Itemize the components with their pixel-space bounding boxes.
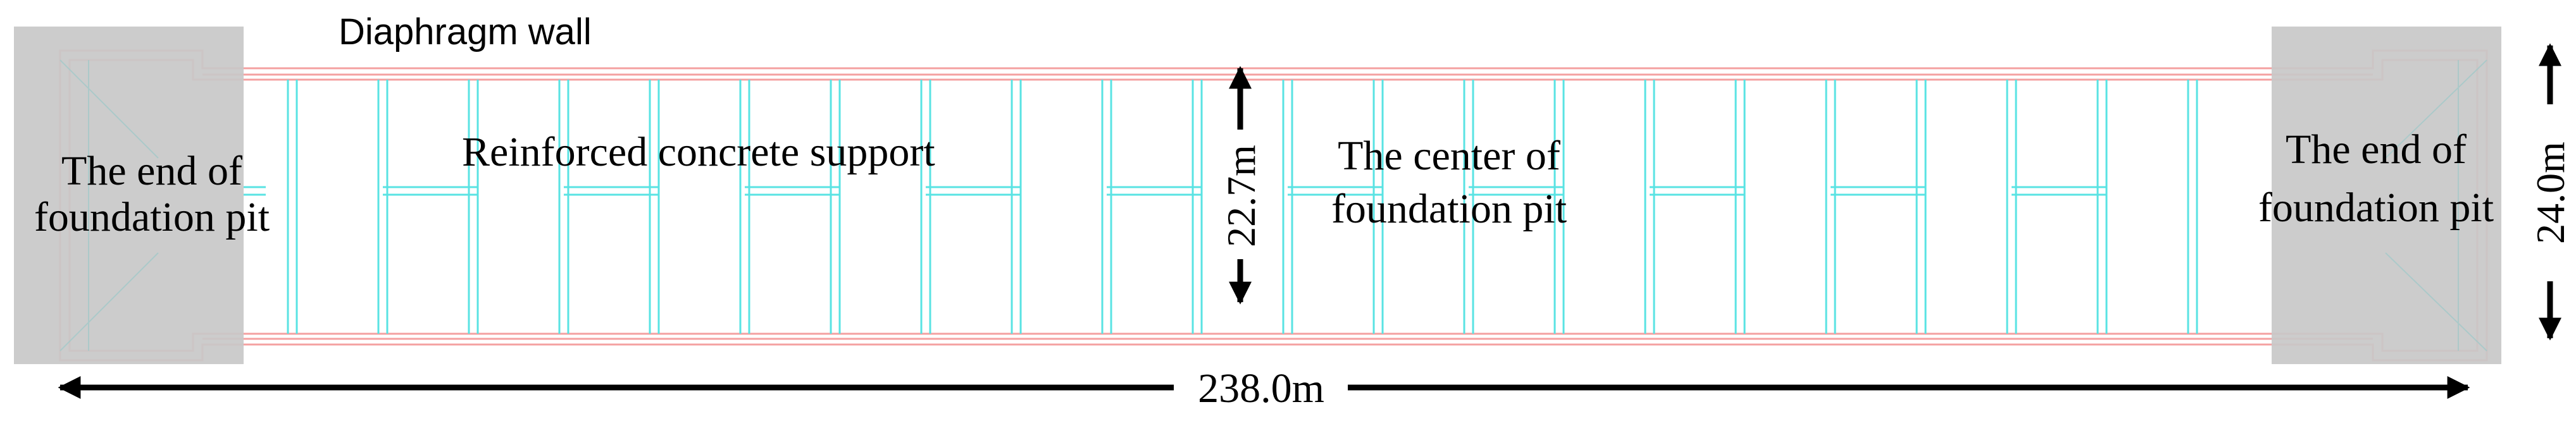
total-length-dimension: 238.0m	[58, 365, 2470, 412]
inner-width-label: 22.7m	[1219, 145, 1264, 247]
left-end-zone	[14, 27, 244, 364]
center-label-line1: The center of	[1338, 133, 1560, 179]
left-end-label-line1: The end of	[61, 148, 242, 194]
total-length-label: 238.0m	[1198, 365, 1324, 412]
left-end-label-line2: foundation pit	[34, 194, 270, 240]
end-zone-details	[59, 59, 2487, 351]
diaphragm-wall	[59, 49, 2488, 362]
outer-width-dimension: 24.0m	[2528, 43, 2573, 341]
right-end-label-line1: The end of	[2286, 126, 2467, 173]
diaphragm-wall-label: Diaphragm wall	[339, 11, 592, 52]
center-label-line2: foundation pit	[1331, 186, 1567, 232]
reinforced-support-label: Reinforced concrete support	[462, 129, 935, 175]
outer-width-label: 24.0m	[2528, 142, 2573, 244]
inner-width-dimension: 22.7m	[1219, 66, 1264, 305]
reinforced-concrete-supports	[244, 80, 2198, 334]
right-end-label-line2: foundation pit	[2258, 185, 2494, 231]
